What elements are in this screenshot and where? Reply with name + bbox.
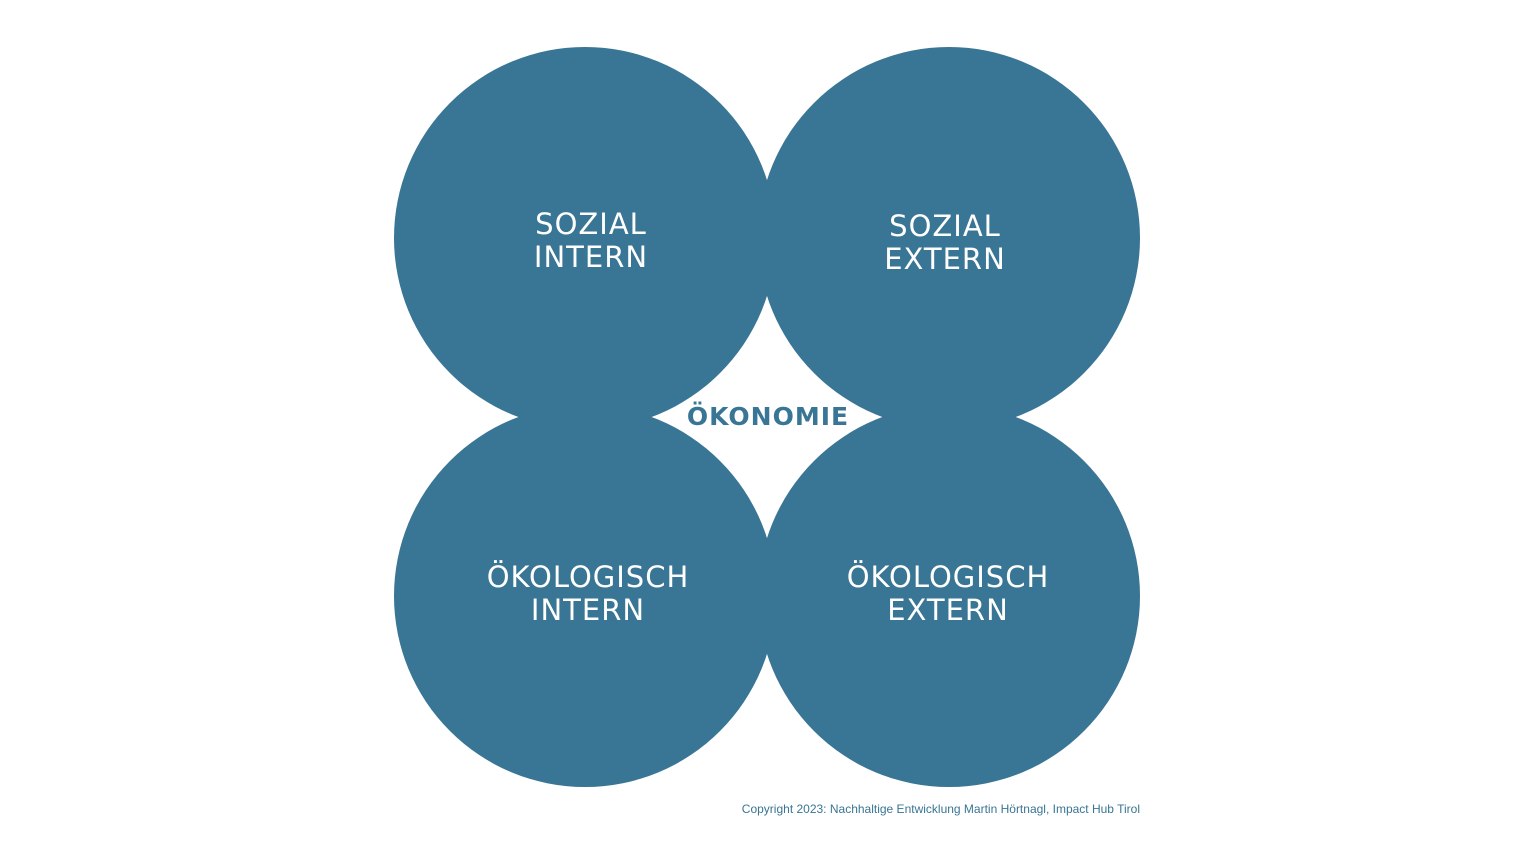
circle-sozial-extern [758, 47, 1140, 429]
label-oekologisch-extern-line2: EXTERN [887, 593, 1009, 627]
label-sozial-intern-line2: INTERN [534, 240, 648, 274]
label-oekologisch-intern-line1: ÖKOLOGISCH [487, 560, 690, 594]
label-oekologisch-intern-line2: INTERN [531, 593, 645, 627]
label-oekologisch-extern-line1: ÖKOLOGISCH [847, 560, 1050, 594]
label-sozial-extern-line1: SOZIAL [889, 209, 1001, 243]
label-sozial-intern-line1: SOZIAL [535, 207, 647, 241]
center-label-oekonomie: ÖKONOMIE [687, 401, 849, 431]
circle-sozial-intern [394, 47, 776, 429]
circle-oekologisch-extern [758, 405, 1140, 787]
circle-oekologisch-intern [394, 405, 776, 787]
copyright-notice: Copyright 2023: Nachhaltige Entwicklung … [741, 802, 1140, 816]
label-sozial-extern-line2: EXTERN [884, 242, 1006, 276]
